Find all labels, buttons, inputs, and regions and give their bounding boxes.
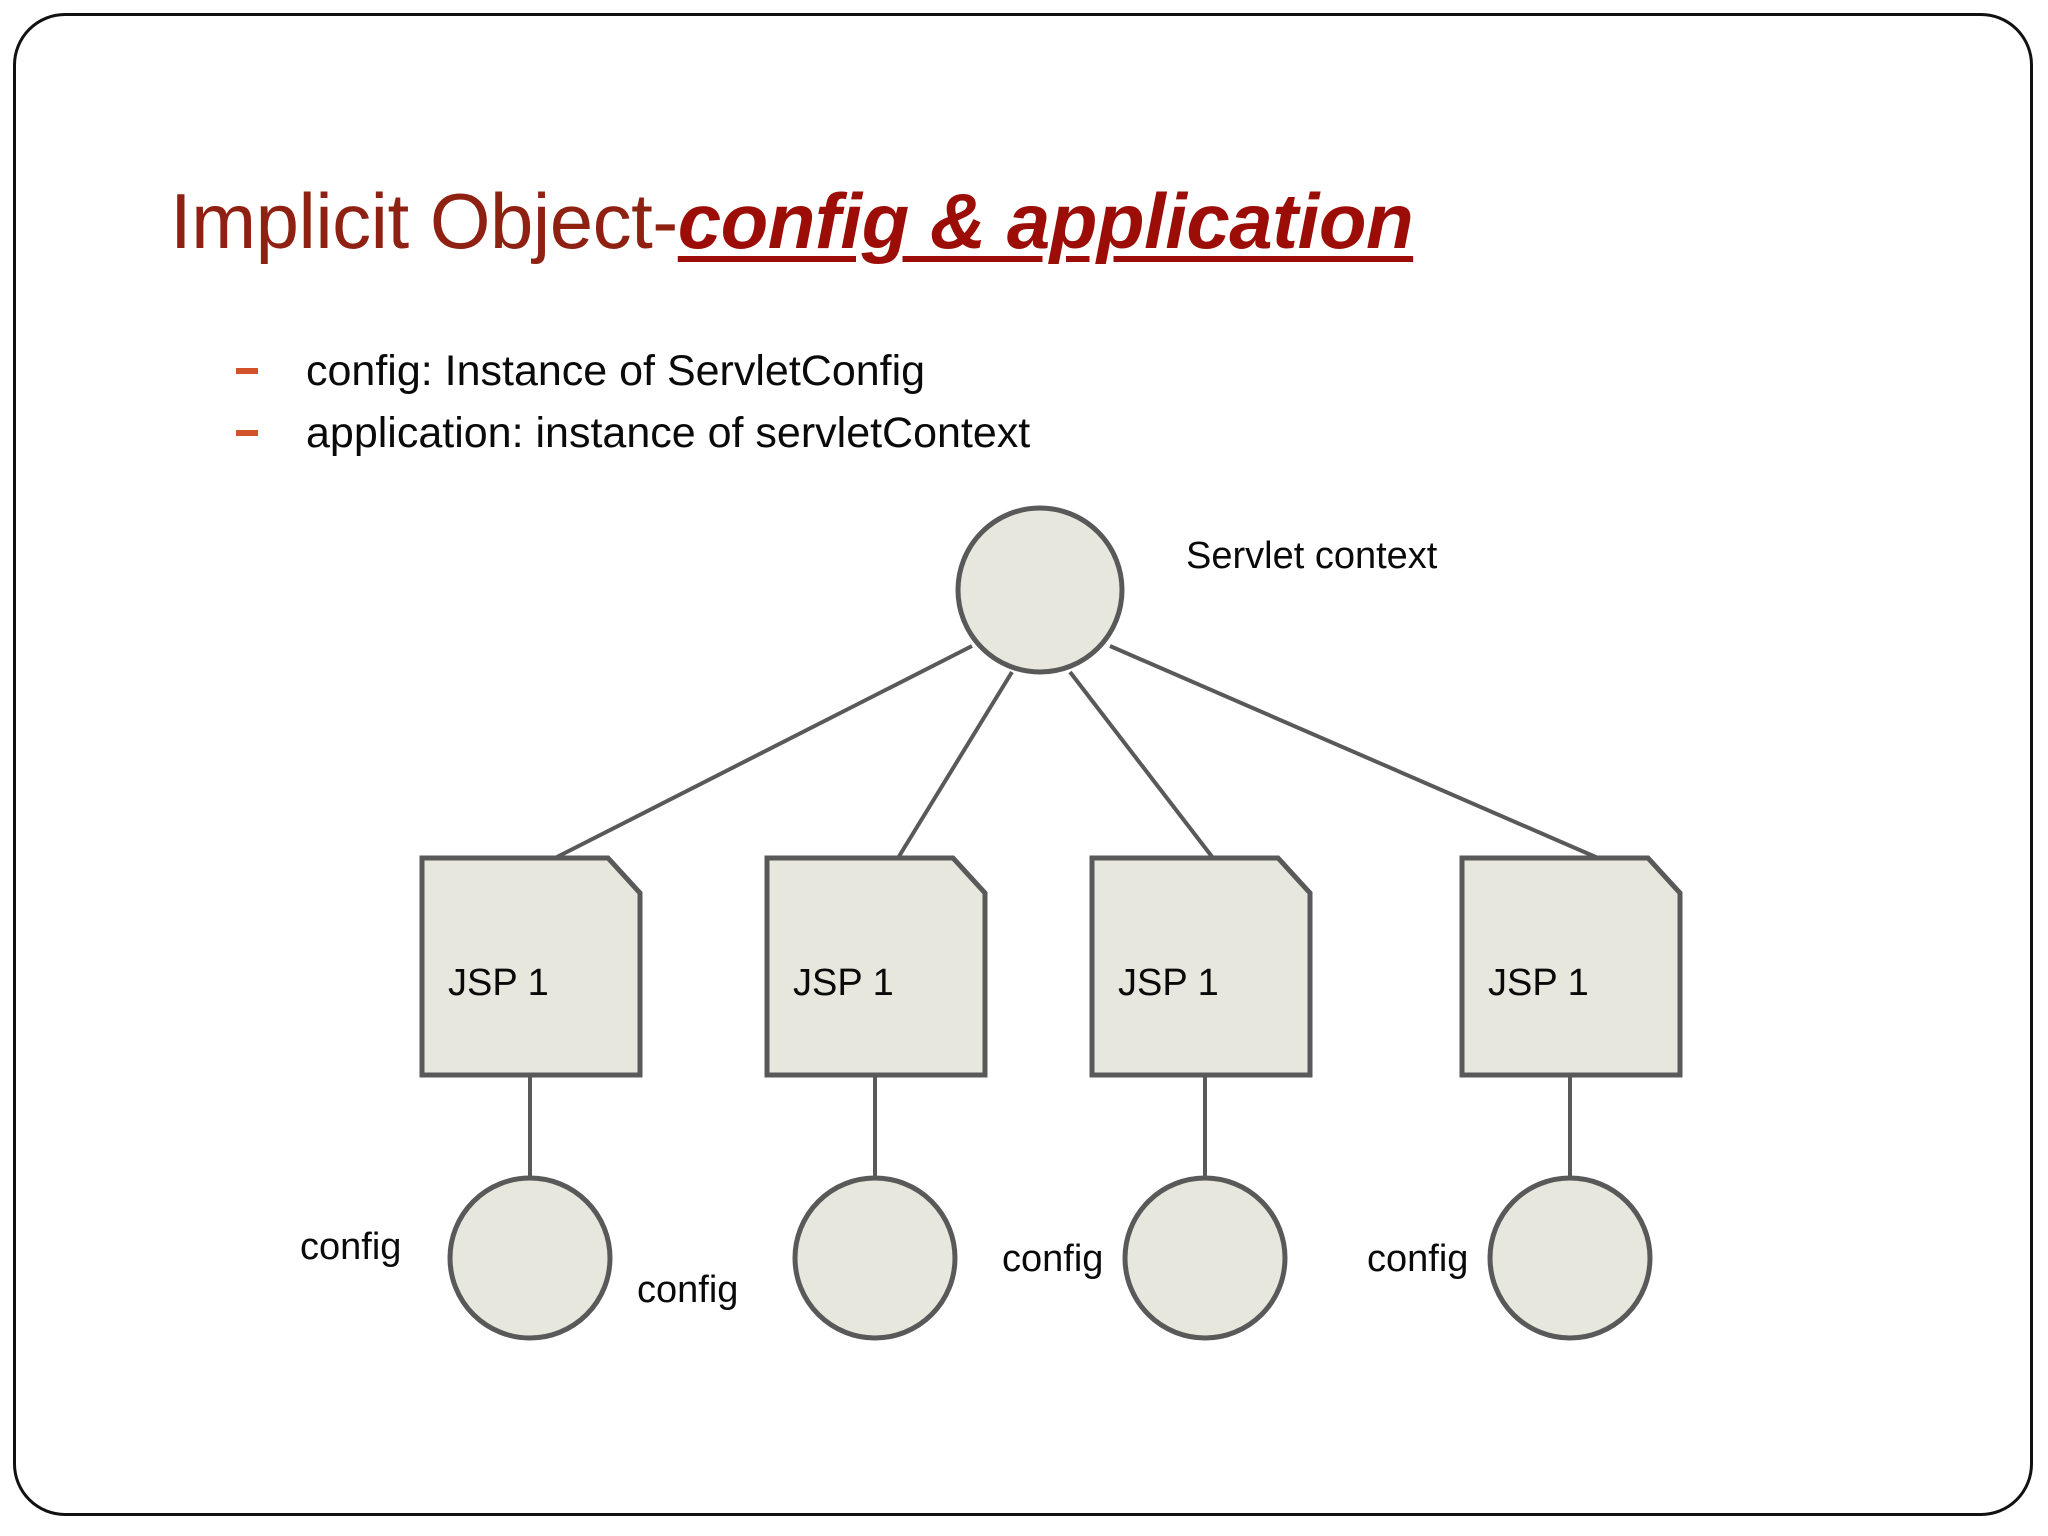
jsp-shapes [419,855,1683,1078]
page-title-plain: Implicit Object- [170,177,678,265]
connector-root-to-jsp-1 [554,644,973,860]
jsp-node-label-1: JSP 1 [448,962,549,1004]
bullet-item-label: config: Instance of ServletConfig [306,347,926,395]
dash-bullet-icon [236,368,258,374]
jsp-node-label-4: JSP 1 [1488,962,1589,1004]
config-connector-lines [528,1075,1572,1178]
config-circle-3 [1122,1175,1288,1341]
connector-root-to-jsp-4 [1109,644,1599,860]
config-circles [447,1175,1653,1341]
jsp-node-label-2: JSP 1 [793,962,894,1004]
config-circle-1 [447,1175,613,1341]
config-circle-4 [1487,1175,1653,1341]
config-circle-2 [792,1175,958,1341]
bullet-item-label: application: instance of servletContext [306,409,1031,457]
jsp-node-label-3: JSP 1 [1118,962,1219,1004]
jsp-document-shape-4 [1459,855,1683,1078]
config-label-1: config [300,1226,402,1268]
connector-root-to-jsp-2 [896,670,1014,860]
jsp-document-shape-1 [419,855,643,1078]
page-title: Implicit Object-config & application [170,175,1870,267]
jsp-document-shape-3 [1089,855,1313,1078]
dash-bullet-icon [236,430,258,436]
config-label-4: config [1367,1238,1469,1280]
connector-lines [554,644,1599,860]
bullet-item-config: config: Instance of ServletConfig [236,342,925,400]
jsp-document-shape-2 [764,855,988,1078]
page-title-emphasis: config & application [677,177,1414,265]
connector-root-to-jsp-3 [1068,670,1215,860]
servlet-context-circle [955,505,1125,675]
bullet-item-application: application: instance of servletContext [236,404,1030,462]
servlet-context-label: Servlet context [1186,535,1438,577]
config-label-3: config [1002,1238,1104,1280]
config-label-2: config [637,1269,739,1311]
